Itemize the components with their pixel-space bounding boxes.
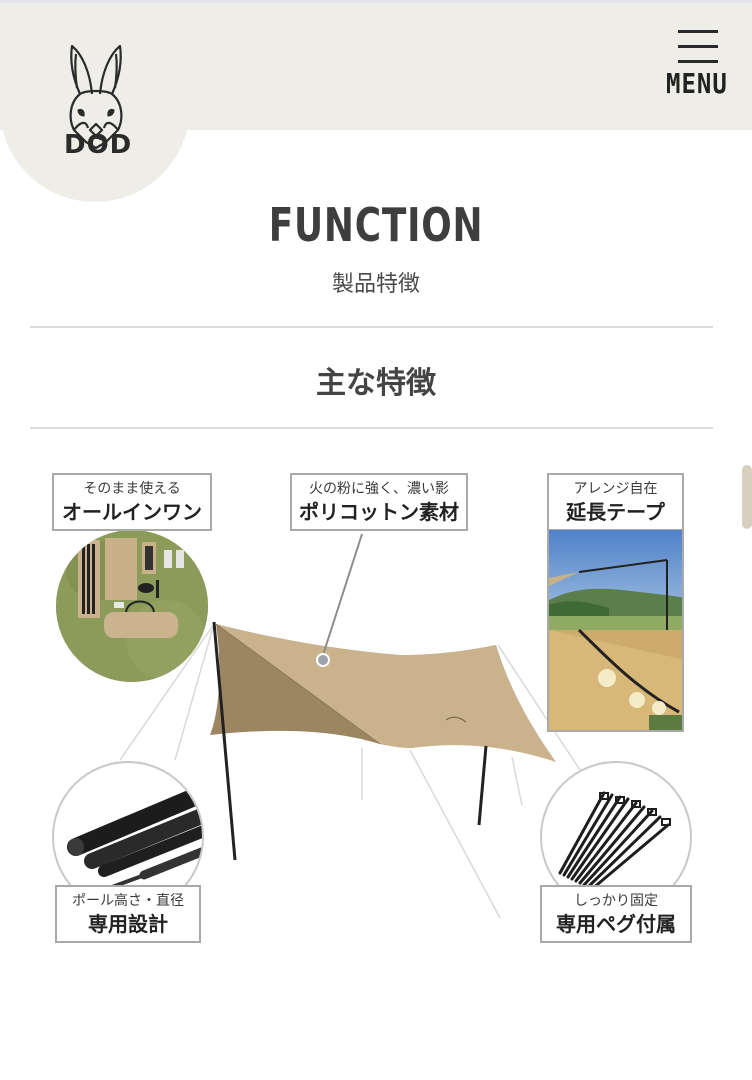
browser-top-line [0,0,752,3]
logo-badge [0,40,190,202]
section-title: 主な特徴 [316,366,436,401]
set-contents-icon [56,530,208,682]
extension-tape-photos [547,530,684,732]
hamburger-icon-middle [678,45,718,48]
tarp-illustration [119,533,581,919]
feature-label-pegs: しっかり固定 専用ペグ付属 [540,885,692,943]
all-in-one-photo [56,530,208,682]
dod-logo-link[interactable]: DOD [40,30,150,180]
rabbit-logo-icon [69,44,123,150]
hamburger-icon [678,30,718,33]
pole-icon [67,784,202,889]
feature-label-extension-tape: アレンジ自在 延長テープ [547,473,684,531]
extension-tape-photo-icon [549,530,682,730]
menu-button[interactable]: MENU [664,26,732,104]
feature-diagram: そのまま使える オールインワン 火の粉に強く、濃い影 ポリコットン素材 アレンジ… [0,455,752,955]
feature-label-all-in-one: そのまま使える オールインワン [52,473,212,531]
peg-icon [558,791,671,891]
divider-top [30,326,713,328]
feature-label-poly-cotton: 火の粉に強く、濃い影 ポリコットン素材 [290,473,468,531]
page-scrollbar[interactable] [742,465,752,529]
page-title: FUNCTION [268,198,484,252]
feature-label-pole: ポール高さ・直径 専用設計 [55,885,201,943]
logo-wordmark: DOD [64,130,133,160]
menu-label: MENU [666,67,728,101]
divider-bottom [30,427,713,429]
hamburger-icon-bottom [678,60,718,63]
page-subtitle: 製品特徴 [331,272,420,297]
